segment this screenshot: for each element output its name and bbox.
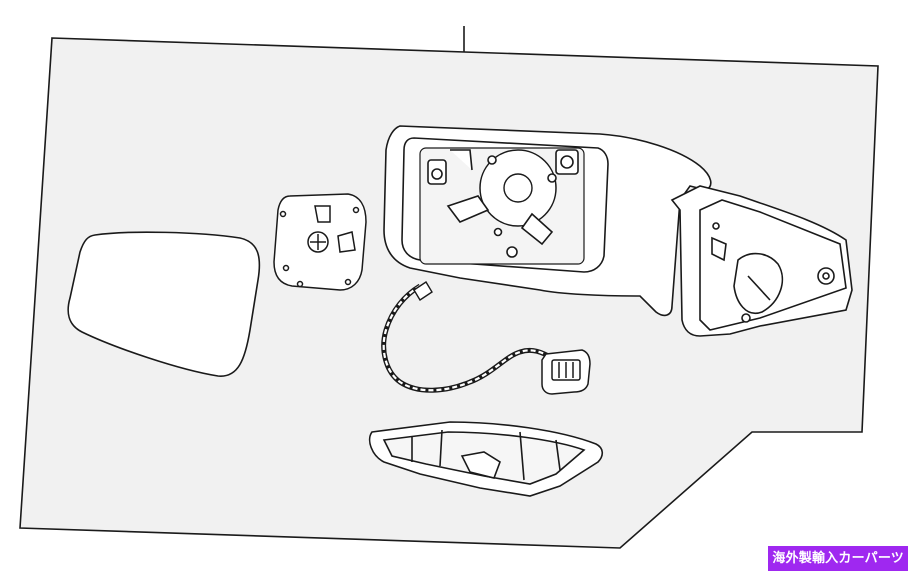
mirror-housing [383,125,853,337]
mirror-glass [67,231,261,377]
watermark-badge: 海外製輸入カーパーツ [768,546,908,571]
wiring-harness [381,281,554,393]
harness-connector [541,349,591,395]
glass-backing-plate [273,193,367,291]
lower-cover [368,421,604,497]
